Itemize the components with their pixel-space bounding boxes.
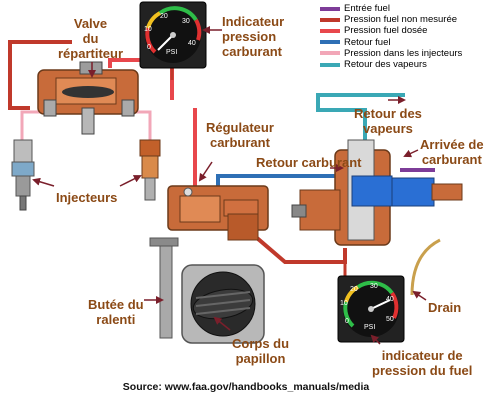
label-drain: Drain [428, 300, 462, 315]
label-idle-stop: Butée du ralenti [88, 297, 144, 327]
label-vapor-return: Retour des vapeurs [354, 106, 422, 136]
label-injectors: Injecteurs [56, 190, 118, 205]
label-fuel-regulator: Régulateur carburant [206, 120, 274, 150]
label-fuel-pressure-gauge: indicateur de pression du fuel [372, 348, 473, 378]
fuel-pump [291, 139, 463, 246]
legend-item: Retour fuel [320, 37, 462, 48]
arrow-inlet [403, 149, 419, 158]
fuel-pressure-gauge-top [139, 1, 207, 69]
legend-swatch [320, 17, 340, 22]
legend-swatch [320, 28, 340, 33]
arrow-gauge-bottom [370, 334, 381, 345]
gauge-bottom-tick-0: 0 [345, 318, 349, 325]
legend-label: Pression dans les injecteurs [344, 47, 463, 59]
legend-label: Pression fuel dosée [344, 25, 428, 37]
gauge-bottom-tick-30: 30 [370, 283, 378, 290]
gauge-top-tick-0: 0 [147, 44, 151, 51]
legend-item: Entrée fuel [320, 3, 462, 14]
arrow-injector-right [119, 175, 142, 187]
gauge-bottom-tick-50: 50 [386, 316, 394, 323]
label-throttle-body: Corps du papillon [232, 336, 290, 366]
legend-label: Entrée fuel [344, 3, 390, 14]
arrow-drain [412, 290, 427, 301]
label-fuel-pressure-indicator: Indicateur pression carburant [222, 14, 285, 59]
fuel-regulator [167, 185, 269, 241]
gauge-top-unit: PSI [166, 49, 178, 56]
legend-item: Pression dans les injecteurs [320, 48, 462, 59]
legend-item: Pression fuel non mesurée [320, 14, 462, 25]
arrow-throttle [213, 316, 231, 331]
source-caption: Source: www.faa.gov/handbooks_manuals/me… [122, 381, 370, 393]
legend-label: Pression fuel non mesurée [344, 14, 458, 26]
label-arrows [32, 26, 427, 345]
legend-label: Retour des vapeurs [344, 58, 427, 70]
legend-swatch [320, 40, 340, 45]
unmetered-fuel-line-bottom [248, 230, 347, 264]
label-fuel-return: Retour carburant [256, 155, 362, 170]
unmetered-fuel-line-left [8, 40, 72, 110]
legend-swatch [320, 6, 340, 11]
injector-left [11, 139, 35, 211]
drain-line [410, 238, 441, 296]
gauge-top-tick-20: 20 [160, 13, 168, 20]
legend-label: Retour fuel [344, 36, 391, 48]
fuel-pressure-gauge-bottom [337, 275, 405, 343]
gauge-bottom-unit: PSI [364, 324, 376, 331]
arrow-regulator [198, 161, 213, 182]
arrow-injector-left [32, 177, 55, 187]
gauge-bottom-tick-40: 40 [386, 296, 394, 303]
label-valve: Valve du répartiteur [58, 16, 124, 61]
gauge-top-tick-30: 30 [182, 18, 190, 25]
gauge-bottom-tick-20: 20 [350, 286, 358, 293]
throttle-body [181, 264, 265, 344]
label-fuel-inlet: Arrivée de carburant [420, 137, 484, 167]
legend-item: Retour des vapeurs [320, 59, 462, 70]
legend-swatch [320, 62, 340, 67]
vapor-return-line [316, 93, 405, 150]
legend-swatch [320, 51, 340, 56]
gauge-top-tick-40: 40 [188, 40, 196, 47]
gauge-top-tick-10: 10 [144, 26, 152, 33]
legend-item: Pression fuel dosée [320, 25, 462, 36]
gauge-bottom-tick-10: 10 [340, 300, 348, 307]
injector-right [139, 139, 161, 201]
idle-stop-linkage [149, 237, 179, 339]
distribution-valve [37, 61, 139, 135]
